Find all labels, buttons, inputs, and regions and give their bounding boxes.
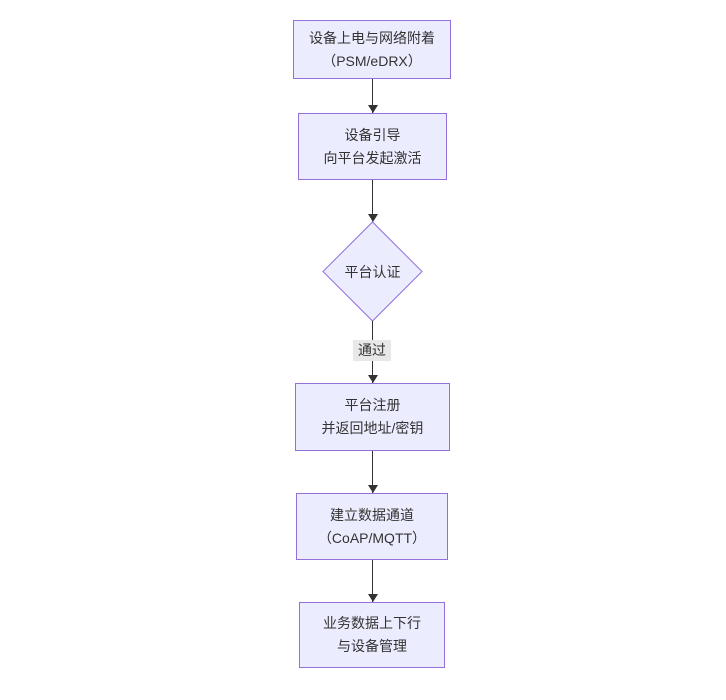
edge-arrow: [368, 560, 378, 602]
node-label: 平台认证: [344, 263, 401, 280]
node-label-line: （CoAP/MQTT）: [317, 529, 427, 546]
flow-node-platform-register: 平台注册 并返回地址/密钥: [295, 383, 450, 451]
edge-arrow: [368, 180, 378, 222]
node-label-line: 并返回地址/密钥: [321, 420, 424, 436]
decision-platform-auth: 平台认证: [322, 221, 423, 322]
flow-node-device-bootstrap: 设备引导 向平台发起激活: [298, 113, 447, 180]
node-label-line: 设备上电与网络附着: [309, 29, 435, 46]
arrowhead-icon: [368, 594, 378, 602]
flow-node-data-channel: 建立数据通道 （CoAP/MQTT）: [296, 493, 448, 560]
flow-node-business-data: 业务数据上下行 与设备管理: [299, 602, 445, 668]
arrowhead-icon: [368, 485, 378, 493]
node-label-line: 业务数据上下行: [323, 615, 421, 631]
flow-node-power-network-attach: 设备上电与网络附着 （PSM/eDRX）: [293, 20, 451, 79]
node-label-line: 平台注册: [344, 397, 401, 413]
node-label-line: 向平台发起激活: [323, 149, 422, 166]
edge-label-pass: 通过: [353, 340, 391, 361]
node-label-line: 建立数据通道: [330, 506, 414, 523]
edge-arrow: [368, 79, 378, 113]
node-label-line: 与设备管理: [337, 638, 407, 654]
arrowhead-icon: [368, 105, 378, 113]
arrowhead-icon: [368, 214, 378, 222]
edge-arrow: [368, 451, 378, 493]
node-label-line: （PSM/eDRX）: [322, 52, 422, 69]
arrowhead-icon: [368, 375, 378, 383]
node-label-line: 设备引导: [344, 126, 401, 143]
